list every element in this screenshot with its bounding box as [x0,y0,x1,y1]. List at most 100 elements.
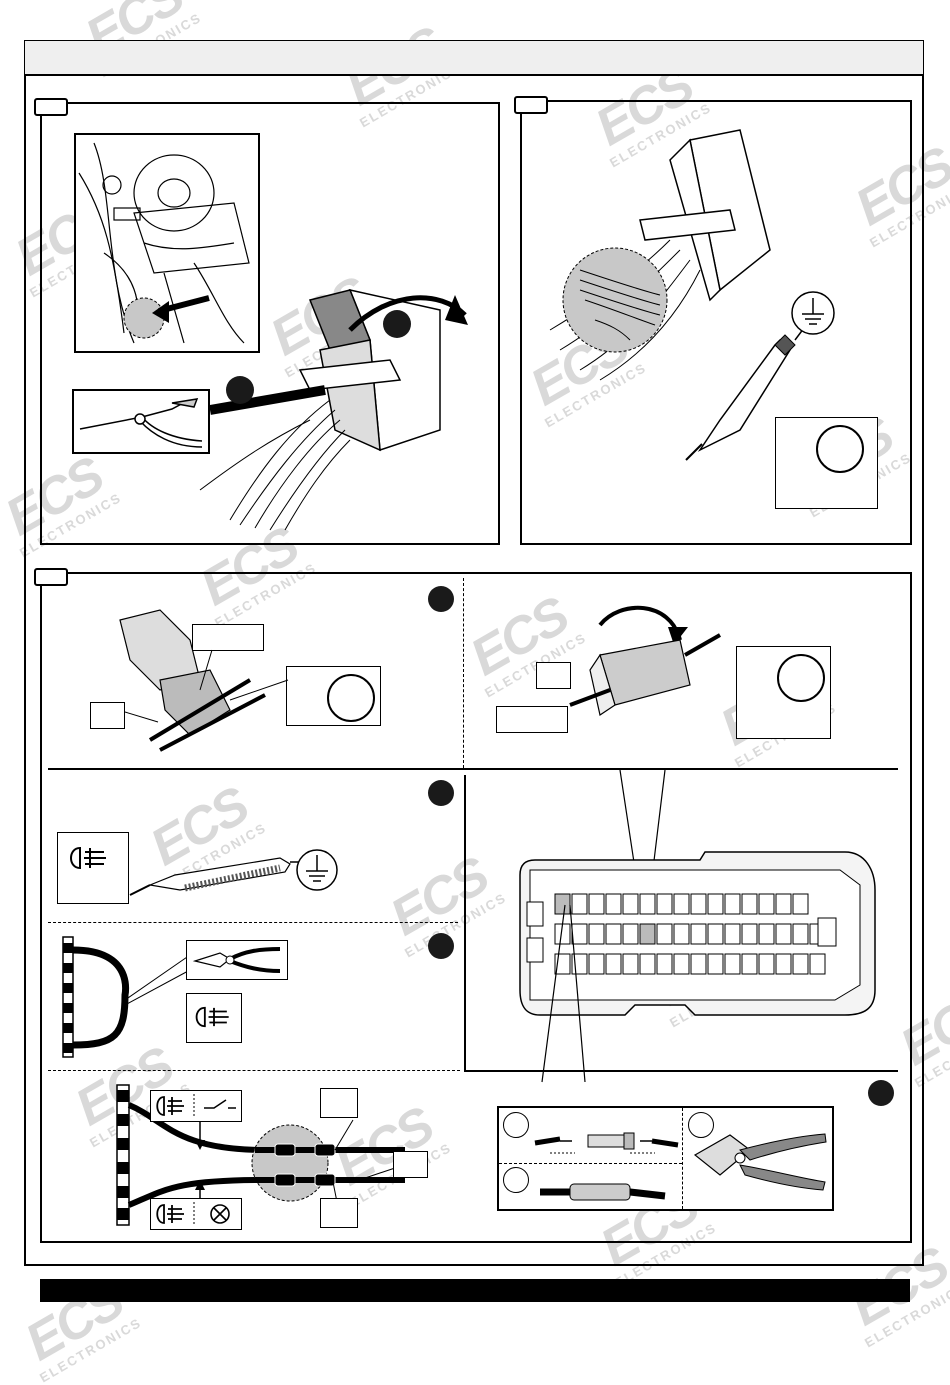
car-interior-illustration [78,142,250,344]
ground-icon [791,291,835,335]
divider-horizontal-mid [464,1070,898,1072]
connector-pin [707,953,724,975]
crimp-step-2-illustration [540,1183,666,1201]
crimp-step-3-badge [688,1112,714,1138]
step-2-panel [520,100,912,545]
wire-label-box-top [320,1088,358,1118]
connector-pin [758,953,775,975]
connector-pin [707,923,724,945]
divider-horizontal [48,768,898,770]
connector-pin [724,953,741,975]
connector-pin [775,923,792,945]
connector-pin [554,893,571,915]
callout-dot-b [226,376,254,404]
rear-fog-light-icon [195,1006,229,1028]
connector-pin [673,923,690,945]
connector-pin [673,953,690,975]
result-circle [816,425,864,473]
leader-lines-3d [124,954,191,1006]
wire-label-box-right [393,1151,428,1178]
callout-dot-3c [428,780,454,806]
connector-pin [571,893,588,915]
step-3-badge [34,568,68,586]
connector-pin [724,923,741,945]
connector-pin [724,893,741,915]
fog-light-box [57,832,129,904]
header-bar [25,41,923,76]
wire-label-box-bottom [320,1198,358,1228]
connector-pin [741,953,758,975]
connector-pin [741,923,758,945]
divider-vertical-top [463,578,464,768]
label-box-3b-small [536,662,571,689]
step-2-badge [514,96,548,114]
step-3-panel [40,572,912,1243]
connector-pin [656,923,673,945]
label-box-3b-wide [496,706,568,733]
label-box-3a-top [192,624,264,651]
pinout-leader-lines [541,904,586,1083]
crimp-divider-v [682,1108,683,1209]
crimp-step-1-illustration [534,1132,679,1154]
connector-pin [792,893,809,915]
connector-pin [775,893,792,915]
connector-pin [622,893,639,915]
divider-dashed-left [48,922,458,923]
connector-pin [690,953,707,975]
rear-fog-light-icon [70,846,106,870]
ground-icon [296,849,338,891]
connector-pin [622,923,639,945]
connector-pin [775,953,792,975]
wire-loop-illustration [62,936,130,1058]
connector-pin [605,953,622,975]
scotch-lock-connector [119,609,266,752]
divider-dashed-bottom [48,1070,460,1071]
crimp-step-1-badge [503,1112,529,1138]
callout-dot-3d [428,933,454,959]
divider-vertical-mid [464,775,466,1070]
result-circle [777,654,825,702]
test-lamp-icon [129,857,305,896]
connector-pin [792,923,809,945]
fog-light-switch-legend [156,1094,236,1118]
callout-dot-3f [868,1080,894,1106]
connector-pin [588,893,605,915]
wiring-diagram [116,1084,405,1226]
connector-pin [758,893,775,915]
connector-pin [639,893,656,915]
connector-pin [690,893,707,915]
crimp-step-2-badge [503,1167,529,1193]
connector-pin [588,953,605,975]
connector-pin [639,923,656,945]
step-1-badge [34,98,68,116]
connector-pin [809,953,826,975]
connector-pin [741,893,758,915]
posi-tap-connector [569,605,721,716]
connector-pin [690,923,707,945]
result-circle [327,674,375,722]
connector-pin [605,893,622,915]
label-box-3a-left [90,702,125,729]
fog-switch-box [150,1090,242,1122]
fog-light-lamp-legend [156,1202,230,1226]
step-1-panel [40,102,500,545]
step-2-illustration [549,129,811,461]
connector-pin [792,953,809,975]
connector-pin [758,923,775,945]
callout-dot-a [383,310,411,338]
connector-pin [673,893,690,915]
connector-pin [639,953,656,975]
connector-pin [554,953,571,975]
cutter-pliers-icon [192,947,281,973]
connector-pinout [519,769,876,1016]
crimp-divider-h [499,1163,682,1164]
crimping-tool-icon [693,1133,827,1191]
connector-pin [707,893,724,915]
callout-dot-3a [428,586,454,612]
fog-lamp-box [150,1198,242,1230]
connector-pin [622,953,639,975]
pliers-icon [79,398,203,448]
connector-pin [656,953,673,975]
leader-lines-3a [124,649,289,723]
footer-bar [40,1279,910,1302]
